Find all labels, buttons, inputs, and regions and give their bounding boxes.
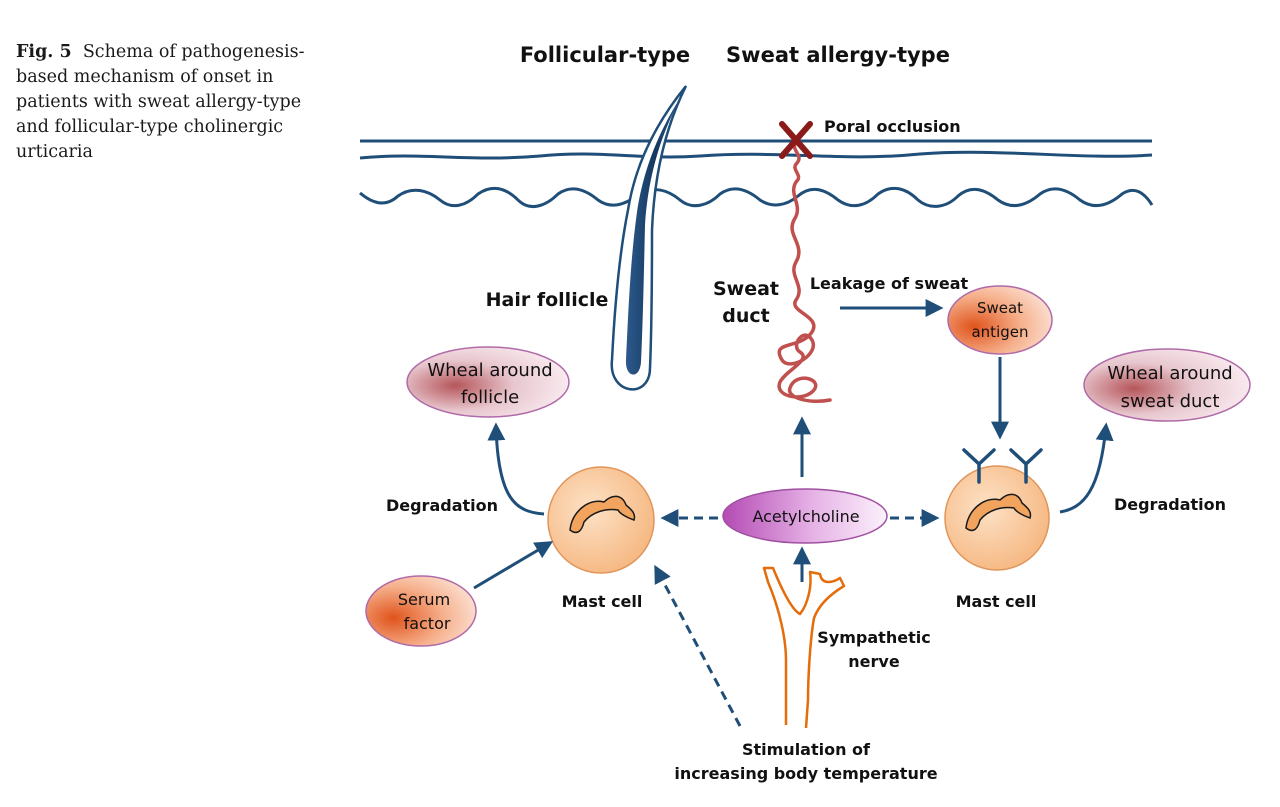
degradation-right-label: Degradation [1114,495,1226,514]
arrow-serum-to-mast-cell [473,541,554,590]
sweat-antigen-text-line1: Sweat [977,299,1023,317]
poral-occlusion-x-icon [779,121,813,159]
stimulation-label-line1: Stimulation of [742,740,871,759]
heading-sweat-allergy-type: Sweat allergy-type [726,43,950,67]
arrow-stimulation-to-mast-cell [654,564,742,727]
epidermis-line [359,150,1153,160]
sympathetic-nerve-shape [762,566,846,729]
arrow-left-mast-to-wheal [487,422,545,516]
wheal-around-follicle-node: Wheal around follicle [406,346,570,418]
sweat-duct-label-line1: Sweat [713,278,779,300]
mast-cell-left-icon [547,466,655,574]
figure-caption-text: Schema of pathogenesis-based mechanism o… [16,42,305,162]
stimulation-label-line2: increasing body temperature [674,764,937,783]
hair-follicle-label: Hair follicle [486,289,609,311]
sweat-antigen-node: Sweat antigen [947,285,1053,355]
figure-label: Fig. 5 [16,42,72,62]
skin-layers [359,139,1154,209]
wheal-follicle-text-line1: Wheal around [427,360,552,381]
wheal-sweat-text-line1: Wheal around [1107,363,1232,384]
mast-cell-right-icon [944,465,1050,571]
wheal-around-sweat-duct-node: Wheal around sweat duct [1083,348,1251,422]
arrows [473,299,1114,727]
serum-factor-text-line1: Serum [398,590,450,609]
sympathetic-nerve-label-line1: Sympathetic [817,628,930,647]
acetylcholine-text: Acetylcholine [752,507,859,526]
serum-factor-node: Serum factor [365,575,477,647]
mast-cell-left-label: Mast cell [562,592,643,611]
poral-occlusion-label: Poral occlusion [824,117,961,136]
serum-factor-text-line2: factor [404,614,451,633]
sweat-duct-label-line2: duct [722,305,769,327]
leakage-label: Leakage of sweat [810,274,969,293]
arrow-right-mast-to-wheal [1059,422,1114,514]
acetylcholine-node: Acetylcholine [722,488,888,544]
dermis-wavy-line [359,186,1154,209]
heading-follicular-type: Follicular-type [520,43,690,67]
mast-cell-right-label: Mast cell [956,592,1037,611]
wheal-follicle-text-line2: follicle [461,387,519,408]
sweat-antigen-text-line2: antigen [971,323,1028,341]
figure-caption: Fig. 5 Schema of pathogenesis-based mech… [16,40,306,165]
sweat-duct-shape [777,140,832,403]
antibody-icon [962,448,1043,484]
hair-follicle-shape [610,85,688,391]
degradation-left-label: Degradation [386,496,498,515]
sympathetic-nerve-label-line2: nerve [848,652,900,671]
wheal-sweat-text-line2: sweat duct [1121,391,1220,412]
